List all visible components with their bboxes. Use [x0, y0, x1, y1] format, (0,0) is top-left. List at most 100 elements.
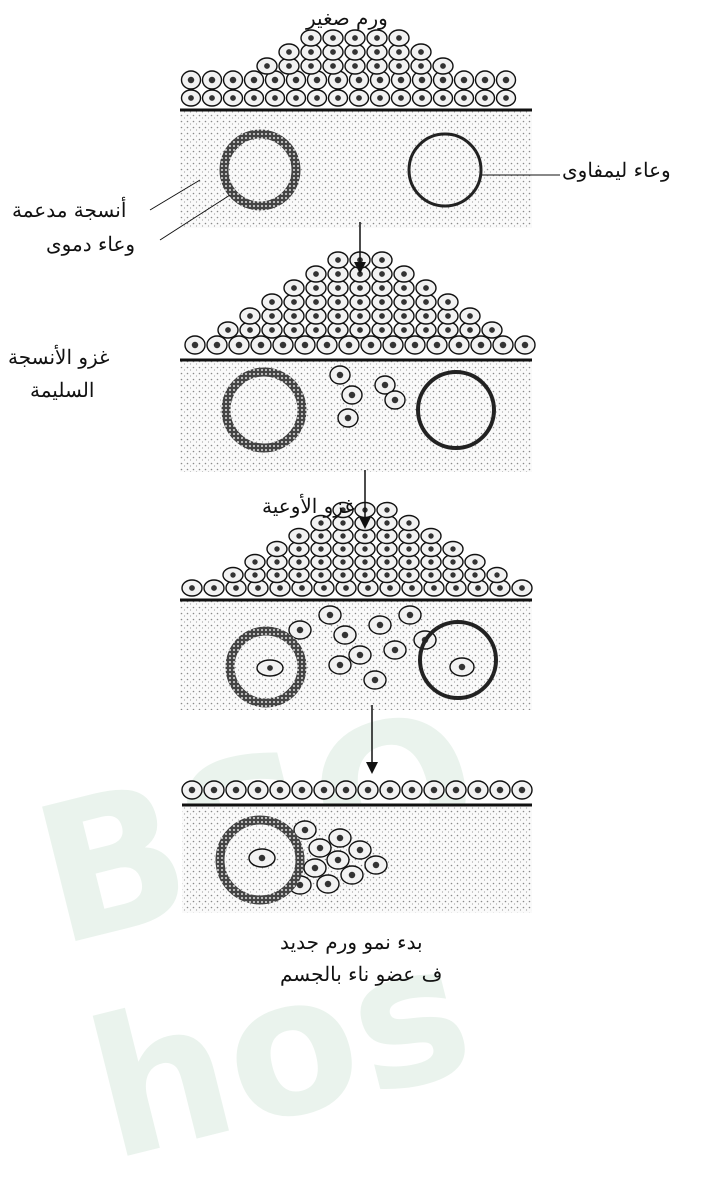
stage-1-epithelium: [182, 30, 516, 106]
epithelial-cell-nucleus: [255, 787, 261, 793]
epithelial-cell-nucleus: [377, 77, 383, 83]
epithelial-cell-nucleus: [475, 585, 481, 591]
tumor-cell-nucleus: [379, 299, 385, 305]
epithelial-cell-nucleus: [314, 77, 320, 83]
epithelial-cell-nucleus: [251, 95, 257, 101]
epithelial-cell-nucleus: [280, 342, 286, 348]
tumor-cell-nucleus: [291, 327, 297, 333]
tumor-cell-nucleus: [406, 546, 411, 551]
epithelial-cell-nucleus: [456, 342, 462, 348]
epithelial-cell-nucleus: [461, 77, 467, 83]
tumor-cell-nucleus: [379, 327, 385, 333]
tumor-cell-nucleus: [406, 572, 411, 577]
tumor-cell-nucleus: [450, 559, 455, 564]
tumor-cell-nucleus: [428, 546, 433, 551]
tumor-cell-nucleus: [357, 327, 363, 333]
tumor-cell-nucleus: [489, 327, 495, 333]
label-blood-vessel: وعاء دموى: [46, 232, 135, 257]
tumor-cell-nucleus: [340, 546, 345, 551]
epithelial-cell-nucleus: [500, 342, 506, 348]
tumor-cell-nucleus: [247, 313, 253, 319]
invading-cell-nucleus: [357, 652, 363, 658]
arrow-3: [366, 705, 378, 774]
tumor-cell-nucleus: [318, 520, 323, 525]
stage-2-panel: [180, 252, 535, 472]
tumor-cell-nucleus: [384, 507, 389, 512]
epithelial-cell-nucleus: [365, 787, 371, 793]
tumor-cell-nucleus: [286, 49, 292, 55]
label-vessel-invasion: غزو الأوعية: [262, 494, 355, 519]
epithelial-cell-nucleus: [365, 585, 371, 591]
epithelial-cell-nucleus: [453, 585, 459, 591]
epithelial-cell-nucleus: [503, 77, 509, 83]
epithelial-cell-nucleus: [189, 787, 195, 793]
epithelial-cell-nucleus: [324, 342, 330, 348]
epithelial-cell-nucleus: [277, 585, 283, 591]
tumor-cell-nucleus: [401, 271, 407, 277]
epithelial-cell-nucleus: [519, 787, 525, 793]
circulating-tumor-cell-nucleus: [259, 855, 265, 861]
epithelial-cell-nucleus: [431, 787, 437, 793]
invading-cell-nucleus: [377, 622, 383, 628]
invading-cell-nucleus: [345, 415, 351, 421]
epithelial-cell-nucleus: [314, 95, 320, 101]
tumor-cell-nucleus: [423, 299, 429, 305]
tumor-cell-nucleus: [335, 257, 341, 263]
tumor-cell-nucleus: [296, 559, 301, 564]
tumor-cell-nucleus: [401, 299, 407, 305]
invading-cell-nucleus: [392, 397, 398, 403]
epithelial-cell-nucleus: [387, 585, 393, 591]
tumor-cell-nucleus: [335, 285, 341, 291]
tumor-cell-nucleus: [406, 559, 411, 564]
tumor-cell-nucleus: [362, 546, 367, 551]
epithelial-cell-nucleus: [419, 77, 425, 83]
invading-cell-nucleus: [297, 627, 303, 633]
tumor-cell-nucleus: [396, 35, 402, 41]
epithelial-cell-nucleus: [321, 787, 327, 793]
tumor-cell-nucleus: [318, 559, 323, 564]
tumor-cell-nucleus: [225, 327, 231, 333]
tumor-cell-nucleus: [357, 285, 363, 291]
tumor-cell-nucleus: [308, 49, 314, 55]
tumor-cell-nucleus: [313, 313, 319, 319]
tumor-cell-nucleus: [296, 546, 301, 551]
tumor-cell-nucleus: [269, 327, 275, 333]
tumor-cell-nucleus: [340, 533, 345, 538]
label-connective-tissue: أنسجة مدعمة: [12, 198, 126, 223]
epithelial-cell-nucleus: [233, 585, 239, 591]
epithelial-cell-nucleus: [453, 787, 459, 793]
epithelial-cell-nucleus: [461, 95, 467, 101]
label-lymph-vessel: وعاء ليمفاوى: [562, 158, 671, 183]
metastatic-cell-nucleus: [337, 835, 343, 841]
tumor-cell-nucleus: [330, 63, 336, 69]
epithelial-cell-nucleus: [368, 342, 374, 348]
tumor-cell-nucleus: [264, 63, 270, 69]
epithelial-cell-nucleus: [409, 787, 415, 793]
tumor-cell-nucleus: [252, 572, 257, 577]
epithelial-cell-nucleus: [356, 95, 362, 101]
stage-1-stroma: [180, 110, 532, 228]
epithelial-cell-nucleus: [482, 77, 488, 83]
tumor-cell-nucleus: [330, 49, 336, 55]
epithelial-cell-nucleus: [398, 77, 404, 83]
circulating-tumor-cell-nucleus: [459, 664, 465, 670]
epithelial-cell-nucleus: [293, 77, 299, 83]
metastatic-cell-nucleus: [302, 827, 308, 833]
epithelial-cell-nucleus: [302, 342, 308, 348]
epithelial-cell-nucleus: [519, 585, 525, 591]
tumor-cell-nucleus: [379, 257, 385, 263]
invading-cell-nucleus: [337, 662, 343, 668]
tumor-cell-nucleus: [472, 572, 477, 577]
epithelial-cell-nucleus: [299, 787, 305, 793]
epithelial-cell-nucleus: [258, 342, 264, 348]
tumor-cell-nucleus: [384, 533, 389, 538]
stage-4-panel: [182, 781, 532, 913]
tumor-cell-nucleus: [296, 572, 301, 577]
epithelial-cell-nucleus: [321, 585, 327, 591]
tumor-cell-nucleus: [423, 327, 429, 333]
tumor-cell-nucleus: [352, 35, 358, 41]
epithelial-cell-nucleus: [335, 77, 341, 83]
epithelial-cell-nucleus: [211, 585, 217, 591]
tumor-cell-nucleus: [335, 271, 341, 277]
epithelial-cell-nucleus: [482, 95, 488, 101]
